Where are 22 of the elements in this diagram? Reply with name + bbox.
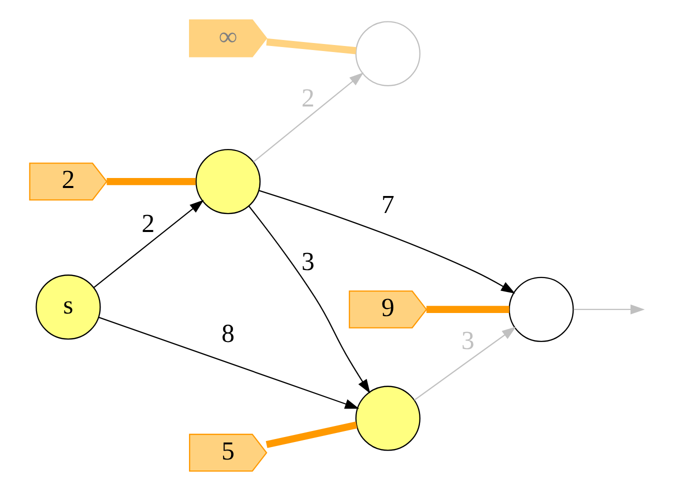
connector — [266, 38, 356, 54]
node-circle — [508, 276, 574, 342]
connector — [426, 306, 509, 313]
arrow — [414, 326, 516, 401]
arrow — [98, 316, 359, 409]
arrow — [252, 72, 364, 162]
node-circle — [195, 149, 260, 214]
edge-label: 3 — [300, 246, 314, 276]
node-circle — [354, 386, 420, 451]
arrow — [258, 190, 515, 294]
edge-label: 3 — [460, 326, 474, 356]
connector — [265, 421, 357, 448]
arrow — [573, 304, 644, 314]
node-circle: s — [35, 274, 100, 340]
connector — [106, 178, 196, 186]
edge-label: 2 — [141, 209, 154, 238]
arrow — [248, 206, 370, 394]
arrow — [93, 200, 204, 288]
edge-label: 8 — [221, 319, 234, 348]
node-circle — [354, 21, 420, 86]
edge-label: 7 — [380, 190, 394, 220]
edge-label: 2 — [300, 83, 314, 112]
